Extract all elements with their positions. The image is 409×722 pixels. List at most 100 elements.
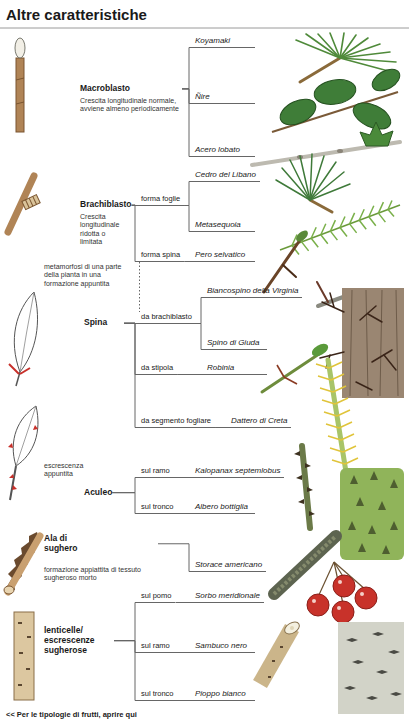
albero-bottiglia-trunk (390, 521, 398, 530)
branch-label: sul tronco (138, 689, 178, 701)
brachiblasto-icon (26, 200, 30, 208)
connector-line (114, 603, 138, 641)
aculeo-icon (12, 485, 17, 490)
spino-giuda-bark (342, 288, 404, 398)
sorbo-berries (318, 562, 334, 597)
lenticelle-icon (19, 652, 23, 654)
category-box: escrescenza appuntitaAculeo (44, 462, 112, 498)
description: Crescita longitudinale normale, avviene … (80, 97, 182, 114)
kalopanax-twig (294, 446, 315, 528)
pero-twig (264, 228, 310, 292)
robinia-twig (262, 341, 330, 392)
sambuco-stem (290, 626, 294, 630)
aculeo-icon (8, 443, 13, 448)
connector-line (182, 89, 192, 157)
sorbo-berries (307, 575, 377, 623)
connector-line (182, 48, 192, 89)
macroblasto-icon (15, 38, 25, 58)
albero-bottiglia-trunk (390, 479, 398, 488)
category-box: MacroblastoCrescita longitudinale normal… (80, 84, 182, 114)
species-label: Storace americano (192, 560, 266, 572)
storace-twig (274, 536, 336, 594)
branch-label: sul tronco (138, 502, 178, 514)
metasequoia-frond (292, 201, 394, 255)
species-name: Sambuco nero (195, 641, 251, 651)
brachiblasto-icon (8, 176, 40, 232)
spino-giuda-bark (366, 290, 368, 396)
sorbo-berries (337, 606, 341, 610)
nire-leaves (276, 94, 320, 130)
aculeo-icon (16, 406, 36, 466)
ala-sughero-icon (4, 586, 14, 594)
title: Altre caratteristiche (6, 6, 147, 24)
robinia-twig (284, 377, 297, 384)
biancospino-twig (317, 282, 346, 306)
nire-leaves (272, 65, 403, 135)
acero-twig (252, 122, 400, 165)
spino-giuda-bark (380, 290, 382, 396)
albero-bottiglia-trunk (340, 468, 404, 560)
branch-text: da brachiblasto (141, 312, 192, 322)
description: escrescenza appuntita (44, 462, 96, 479)
species-label: Koyamaki (192, 36, 255, 48)
connector-line (182, 89, 192, 104)
robinia-twig (310, 341, 331, 359)
albero-bottiglia-trunk (382, 545, 390, 554)
category-box: BrachiblastoCrescita longitudinale ridot… (80, 200, 132, 246)
ala-sughero-icon (8, 536, 40, 592)
lenticelle-icon (14, 612, 34, 700)
pioppo-bark (390, 692, 402, 696)
species-name: Albero bottiglia (195, 502, 251, 512)
aculeo-icon (13, 406, 38, 466)
ala-sughero-icon (4, 532, 40, 594)
kalopanax-twig (294, 451, 300, 456)
sorbo-berries (355, 587, 377, 609)
lenticelle-icon (18, 684, 22, 686)
storace-twig (274, 536, 336, 594)
species-label: Metasequoia (192, 220, 255, 232)
macroblasto-icon (16, 78, 24, 80)
branch-text: forma foglie (141, 194, 180, 204)
species-label: Dattero di Creta (228, 416, 291, 428)
species-label: Robinia (204, 363, 267, 375)
category-name: Aculeo (84, 488, 112, 498)
branch-label: sul pomo (138, 591, 175, 603)
branch-label: da brachiblasto (138, 312, 196, 324)
species-name: Metasequoia (195, 220, 251, 230)
species-label: Kalopanax septemlobus (192, 466, 284, 478)
albero-bottiglia-trunk (356, 497, 364, 506)
pioppo-bark (366, 696, 378, 700)
cedro-tuft (310, 172, 344, 200)
connector-line (215, 427, 228, 428)
spina-icon (9, 292, 38, 386)
sambuco-stem (260, 620, 301, 684)
pioppo-bark (344, 632, 402, 700)
species-name: Robinia (207, 363, 263, 373)
pioppo-bark (376, 670, 388, 674)
sambuco-stem (272, 660, 275, 662)
species-name: Cedro del Libano (195, 170, 256, 180)
storace-twig (274, 536, 336, 594)
connector-line (196, 324, 204, 350)
albero-bottiglia-trunk (348, 521, 356, 530)
cedro-tuft (300, 156, 310, 200)
nire-leaves (349, 98, 395, 135)
spino-giuda-bark (350, 290, 352, 396)
spino-giuda-bark (356, 382, 372, 390)
aculeo-icon (9, 474, 14, 478)
connector-line (175, 602, 192, 603)
species-label: Cedro del Libano (192, 170, 260, 182)
branch-text: sul tronco (141, 689, 174, 699)
branch-label: sul ramo (138, 641, 174, 653)
koyamaki-pine (296, 33, 396, 72)
kalopanax-twig (298, 499, 304, 504)
macroblasto-icon (15, 38, 25, 132)
category-box: Ala di sugheroformazione appiattita di t… (44, 534, 158, 582)
pioppo-bark (372, 632, 384, 636)
species-label: Sorbo meridionale (192, 591, 264, 603)
brachiblasto-icon (33, 196, 37, 204)
cedro-tuft (276, 180, 310, 200)
sambuco-stem (283, 620, 302, 637)
species-name: Kalopanax septemlobus (195, 466, 280, 476)
kalopanax-twig (309, 511, 315, 516)
